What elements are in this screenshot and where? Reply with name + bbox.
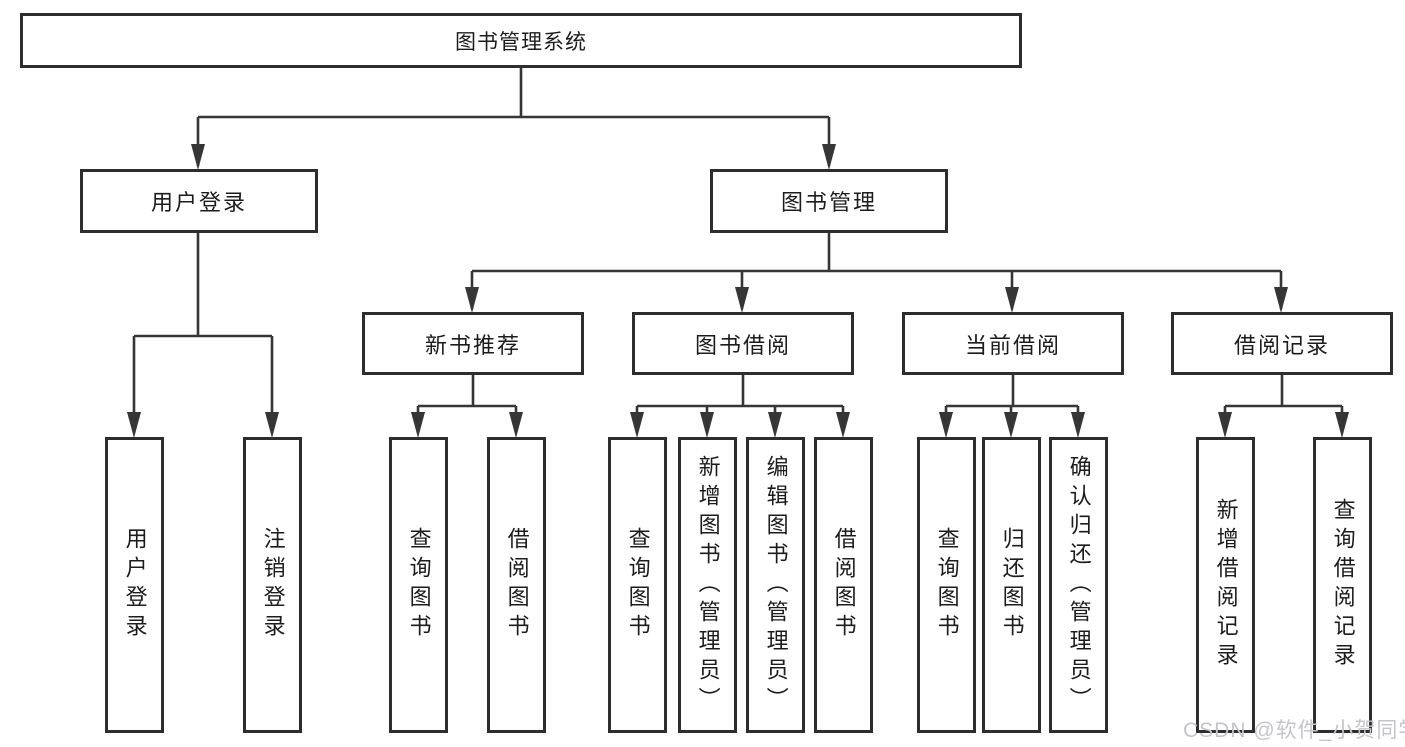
leaf-return-book: 归还图书 xyxy=(982,437,1041,733)
arrowheads xyxy=(127,144,1349,438)
node-book-management: 图书管理 xyxy=(710,169,948,233)
leaf-edit-book-admin: 编辑图书（管理员） xyxy=(746,437,805,733)
leaf-query-borrow-record: 查询借阅记录 xyxy=(1313,437,1372,733)
leaf-add-borrow-record: 新增借阅记录 xyxy=(1196,437,1255,733)
node-borrow-records: 借阅记录 xyxy=(1171,312,1393,375)
node-new-book-recommend: 新书推荐 xyxy=(362,312,584,375)
leaf-query-books-current: 查询图书 xyxy=(917,437,976,733)
csdn-watermark: CSDN @软件_小贺同学 xyxy=(1183,719,1405,742)
leaf-confirm-return-admin: 确认归还（管理员） xyxy=(1049,437,1108,733)
leaf-user-login: 用户登录 xyxy=(105,437,164,733)
node-current-borrowing: 当前借阅 xyxy=(902,312,1124,375)
leaf-logout: 注销登录 xyxy=(243,437,302,733)
leaf-add-book-admin: 新增图书（管理员） xyxy=(678,437,737,733)
node-root-system: 图书管理系统 xyxy=(20,13,1022,68)
leaf-query-books-recommend: 查询图书 xyxy=(389,437,448,733)
leaf-query-books-borrowing: 查询图书 xyxy=(608,437,667,733)
leaf-borrow-books: 借阅图书 xyxy=(814,437,873,733)
node-user-login: 用户登录 xyxy=(80,169,318,233)
leaf-borrow-books-recommend: 借阅图书 xyxy=(487,437,546,733)
node-book-borrowing: 图书借阅 xyxy=(632,312,854,375)
